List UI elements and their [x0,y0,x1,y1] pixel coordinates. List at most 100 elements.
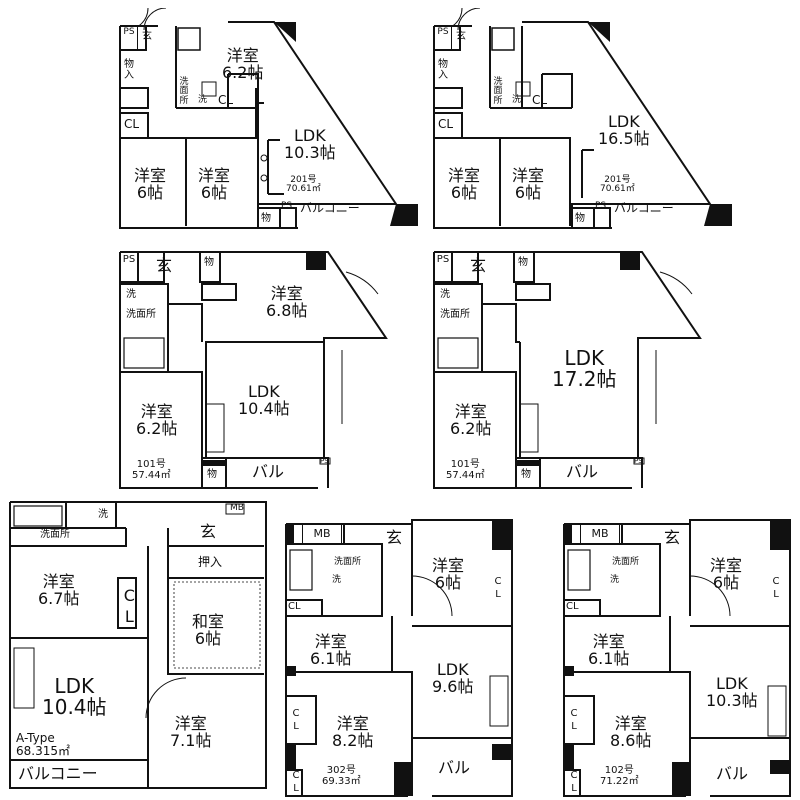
plan3-mono: 物 [204,257,214,268]
plan7-mb: MB [580,524,620,544]
plan4-sen: 洗 [440,289,450,300]
plan1-genkan: 玄 [142,31,152,42]
plan7-cl2: CL [770,576,782,602]
plan3-bal: バル [252,462,285,481]
plan7-cl3: CL [568,708,580,734]
plan4-bal: バル [566,462,599,481]
plan4-mono: 物 [518,257,528,268]
plan5-senmen: 洗面所 [40,529,70,540]
plan5-cl: CL [119,586,139,628]
plan1-cl1: CL [124,117,140,131]
plan3-senmen: 洗面所 [126,309,156,320]
plan2-balcony: バルコニー [614,201,674,215]
plan1-ps: PS [120,26,138,50]
plan2-cl1: CL [438,117,454,131]
floor-plan-1-walls [119,8,418,229]
plan6-cl2: CL [492,576,504,602]
plan1-storage: 物入 [124,59,134,81]
plan4-mono2: 物 [521,469,531,480]
plan7-sen: 洗 [610,575,620,585]
floor-plan-3-walls [119,251,388,489]
plan3-ps: PS [120,252,138,282]
plan6-senmen: 洗面所 [334,557,362,567]
plan6-cl4: CL [290,770,302,796]
plan7-cl1: CL [566,601,579,612]
plan1-ps2: PS [281,201,293,211]
plan7-bal: バル [716,764,749,783]
plan1-balcony: バルコニー [300,201,360,215]
plan2-ps: PS [434,26,452,50]
plan2-sen: 洗 [512,95,522,105]
plan2-ps2: PS [595,201,607,211]
plan7-senmen: 洗面所 [612,557,640,567]
plan4-genkan: 玄 [470,256,487,275]
plan6-mb: MB [302,524,342,544]
plan7-genkan: 玄 [664,528,681,547]
floor-plan-5-walls [9,501,267,789]
floor-plan-2-walls [433,8,732,229]
plan2-storage: 物入 [438,59,448,81]
plan3-mono2: 物 [207,469,217,480]
plan5-balcony: バルコニー [18,764,98,783]
plan5-sen: 洗 [98,509,108,520]
plan5-mb: MB [230,503,244,513]
plan2-mono: 物 [575,213,585,224]
plan2-cl2: CL [532,93,548,107]
plan4-ps: PS [434,252,452,282]
plan5-genkan: 玄 [200,522,217,541]
plan2-genkan: 玄 [456,31,466,42]
plan6-cl3: CL [290,708,302,734]
plan1-cl2: CL [218,93,234,107]
plan6-sen: 洗 [332,575,342,585]
plan1-mono: 物 [261,213,271,224]
plan2-senmen: 洗面所 [493,77,503,106]
plan3-ps-small: PS [320,457,329,465]
plan1-sen: 洗 [198,95,208,105]
plan1-senmen: 洗面所 [179,77,189,106]
plan7-cl4: CL [568,770,580,796]
plan6-bal: バル [438,758,471,777]
plan3-genkan: 玄 [156,256,173,275]
plan4-senmen: 洗面所 [440,309,470,320]
plan5-oshiire: 押入 [198,555,223,569]
plan4-ps-small: PS [634,457,643,465]
plan6-cl1: CL [288,601,301,612]
floor-plan-4-walls [433,251,702,489]
plan6-genkan: 玄 [386,528,403,547]
